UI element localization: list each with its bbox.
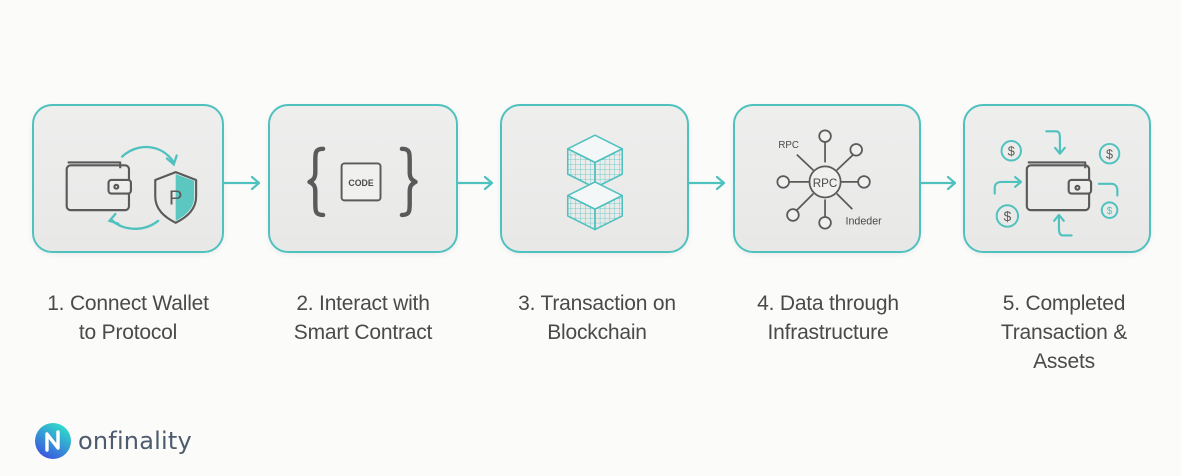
arrow-right-icon: [224, 175, 261, 191]
sync-arrows-icon: [107, 145, 178, 230]
onfinality-logo-icon: [35, 423, 71, 459]
arrow-right-icon: [458, 175, 494, 191]
step-3-illustration: [566, 134, 624, 231]
step-5-box: $ $ $ $: [963, 104, 1151, 253]
wallet-icon: [1025, 161, 1093, 212]
dollar-sign: $: [1004, 209, 1012, 224]
dollar-sign: $: [1008, 145, 1015, 159]
step-3-label: 3. Transaction on Blockchain: [518, 292, 676, 344]
arrow-right-icon: [689, 175, 726, 191]
step-4-box: RPC RPC Indeder: [733, 104, 921, 253]
step-2-label: 2. Interact with Smart Contract: [293, 292, 433, 344]
brand-name: onfinality: [78, 427, 192, 455]
dollar-symbols: $ $ $ $: [1004, 145, 1113, 224]
wallet-icon: [65, 161, 132, 212]
dollar-sign: $: [1107, 206, 1113, 217]
code-label: CODE: [348, 178, 373, 188]
connector-arrow-2-3: [458, 173, 500, 193]
step-4-label: 4. Data through Infrastructure: [757, 292, 899, 344]
code-box-icon: CODE: [340, 162, 382, 202]
step-1-illustration: P: [65, 145, 198, 230]
coin-icon: [995, 140, 1121, 228]
shield-letter: P: [169, 187, 183, 209]
rpc-hub-label: RPC: [813, 177, 838, 190]
step-2-illustration: CODE: [307, 146, 418, 218]
step-3-box: [500, 104, 689, 253]
rpc-node-label: RPC: [778, 140, 799, 151]
stacked-blocks-icon: [566, 134, 624, 231]
step-2-box: CODE: [268, 104, 458, 253]
step-5-illustration: $ $ $ $: [993, 130, 1121, 237]
connector-arrow-4-5: [921, 173, 963, 193]
brand: onfinality: [34, 422, 192, 460]
arrow-right-icon: [921, 175, 957, 191]
step-5-label: 5. Completed Transaction & Assets: [1000, 292, 1128, 373]
indexer-node-label: Indeder: [845, 216, 882, 228]
step-1-box: P: [32, 104, 224, 253]
shield-icon: P: [154, 171, 198, 224]
network-hub-icon: [776, 129, 871, 230]
connector-arrow-1-2: [224, 173, 268, 193]
inflow-arrows-icon: [993, 130, 1119, 237]
dollar-sign: $: [1106, 148, 1113, 162]
curly-braces-icon: [307, 146, 418, 218]
connector-arrow-3-4: [689, 173, 733, 193]
step-1-label: 1. Connect Wallet to Protocol: [47, 292, 209, 344]
step-4-illustration: RPC RPC Indeder: [776, 129, 882, 230]
